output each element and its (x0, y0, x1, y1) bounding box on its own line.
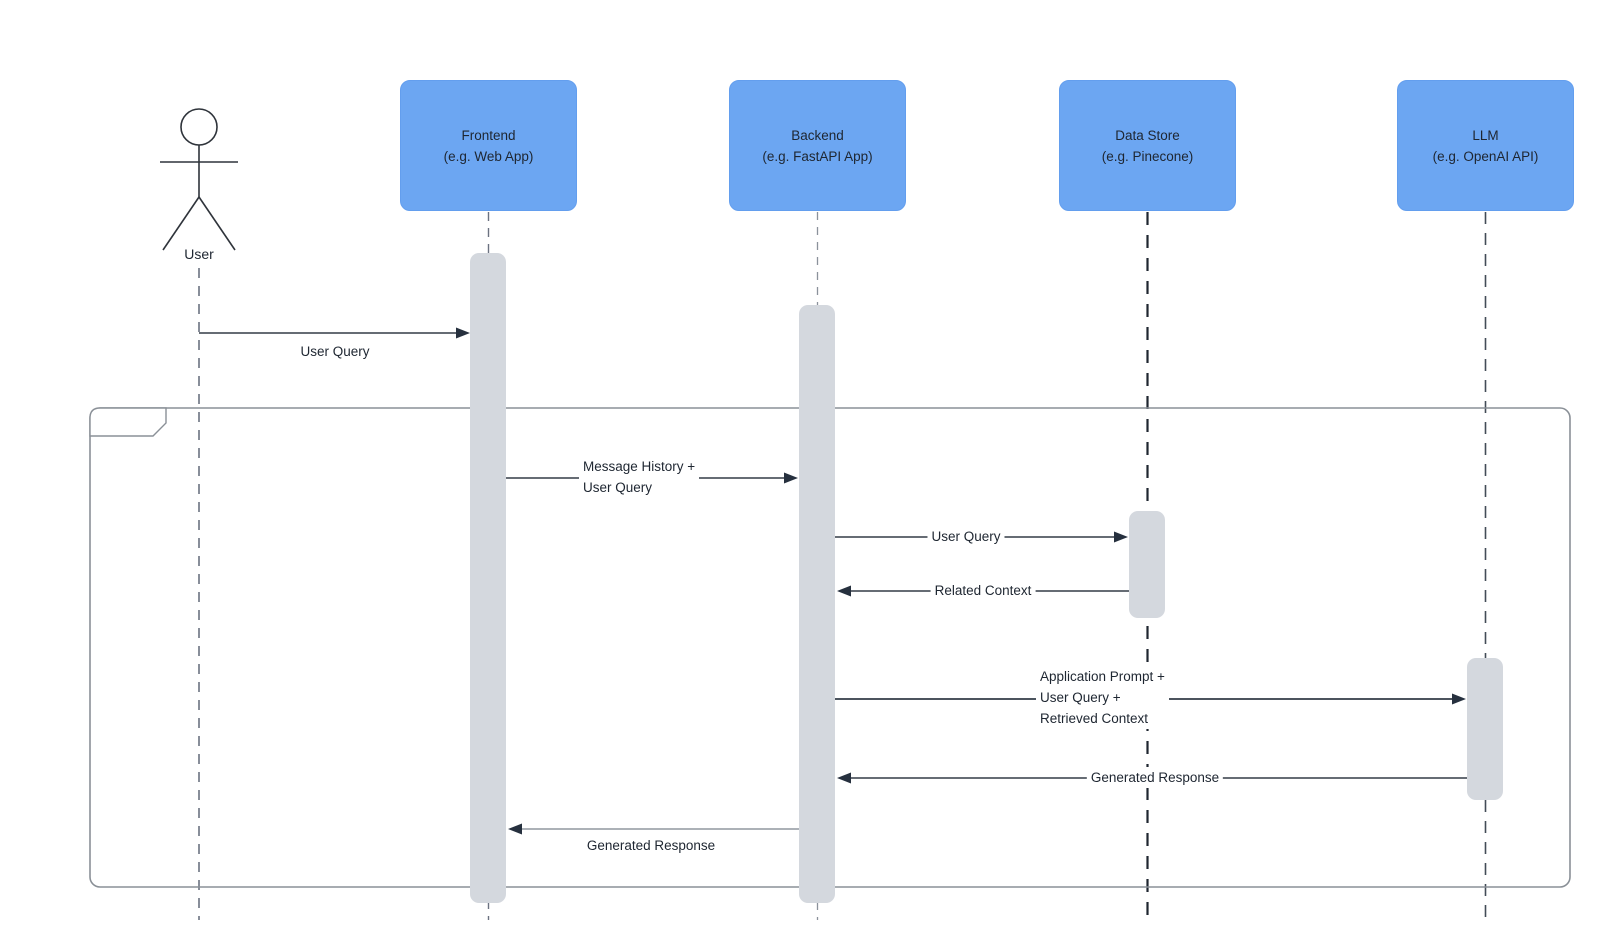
message-label-generated-response-to-backend: Generated Response (1086, 767, 1224, 788)
participant-llm: LLM (e.g. OpenAI API) (1397, 80, 1574, 211)
message-label-prompt-to-llm: Application Prompt + User Query + Retrie… (1036, 666, 1169, 729)
message-label-history-to-backend: Message History + User Query (579, 456, 700, 498)
activation-datastore (1129, 511, 1165, 618)
message-label-line: Message History + (583, 459, 696, 474)
activation-frontend (470, 253, 506, 903)
participant-subtitle: (e.g. OpenAI API) (1432, 148, 1539, 164)
participant-frontend: Frontend (e.g. Web App) (400, 80, 577, 211)
message-label-line: User Query (583, 480, 653, 495)
participant-datastore: Data Store (e.g. Pinecone) (1059, 80, 1236, 211)
participant-name: Frontend (461, 127, 516, 143)
participant-name: LLM (1472, 127, 1499, 143)
participant-name: Data Store (1115, 127, 1180, 143)
activation-llm (1467, 658, 1503, 800)
message-label-line: User Query + (1040, 690, 1121, 705)
participant-name: Backend (791, 127, 844, 143)
message-label-line: Retrieved Context (1040, 711, 1149, 726)
participant-subtitle: (e.g. FastAPI App) (762, 148, 873, 164)
actor-head (180, 108, 218, 146)
message-label-user-query-to-datastore: User Query (927, 526, 1005, 547)
message-arrow-user-query-to-frontend (199, 327, 470, 339)
message-label-generated-response-to-frontend: Generated Response (586, 838, 716, 853)
actor-figure (160, 108, 238, 251)
participant-backend: Backend (e.g. FastAPI App) (729, 80, 906, 211)
actor-label: User (184, 246, 214, 262)
message-label-line: Application Prompt + (1040, 669, 1165, 684)
fragment-label-tab (89, 407, 167, 437)
participant-subtitle: (e.g. Pinecone) (1101, 148, 1194, 164)
message-label-related-context: Related Context (930, 580, 1036, 601)
message-label-user-query-to-frontend: User Query (300, 344, 370, 359)
participant-subtitle: (e.g. Web App) (443, 148, 534, 164)
message-arrow-generated-response-to-frontend (508, 823, 799, 835)
activation-backend (799, 305, 835, 903)
